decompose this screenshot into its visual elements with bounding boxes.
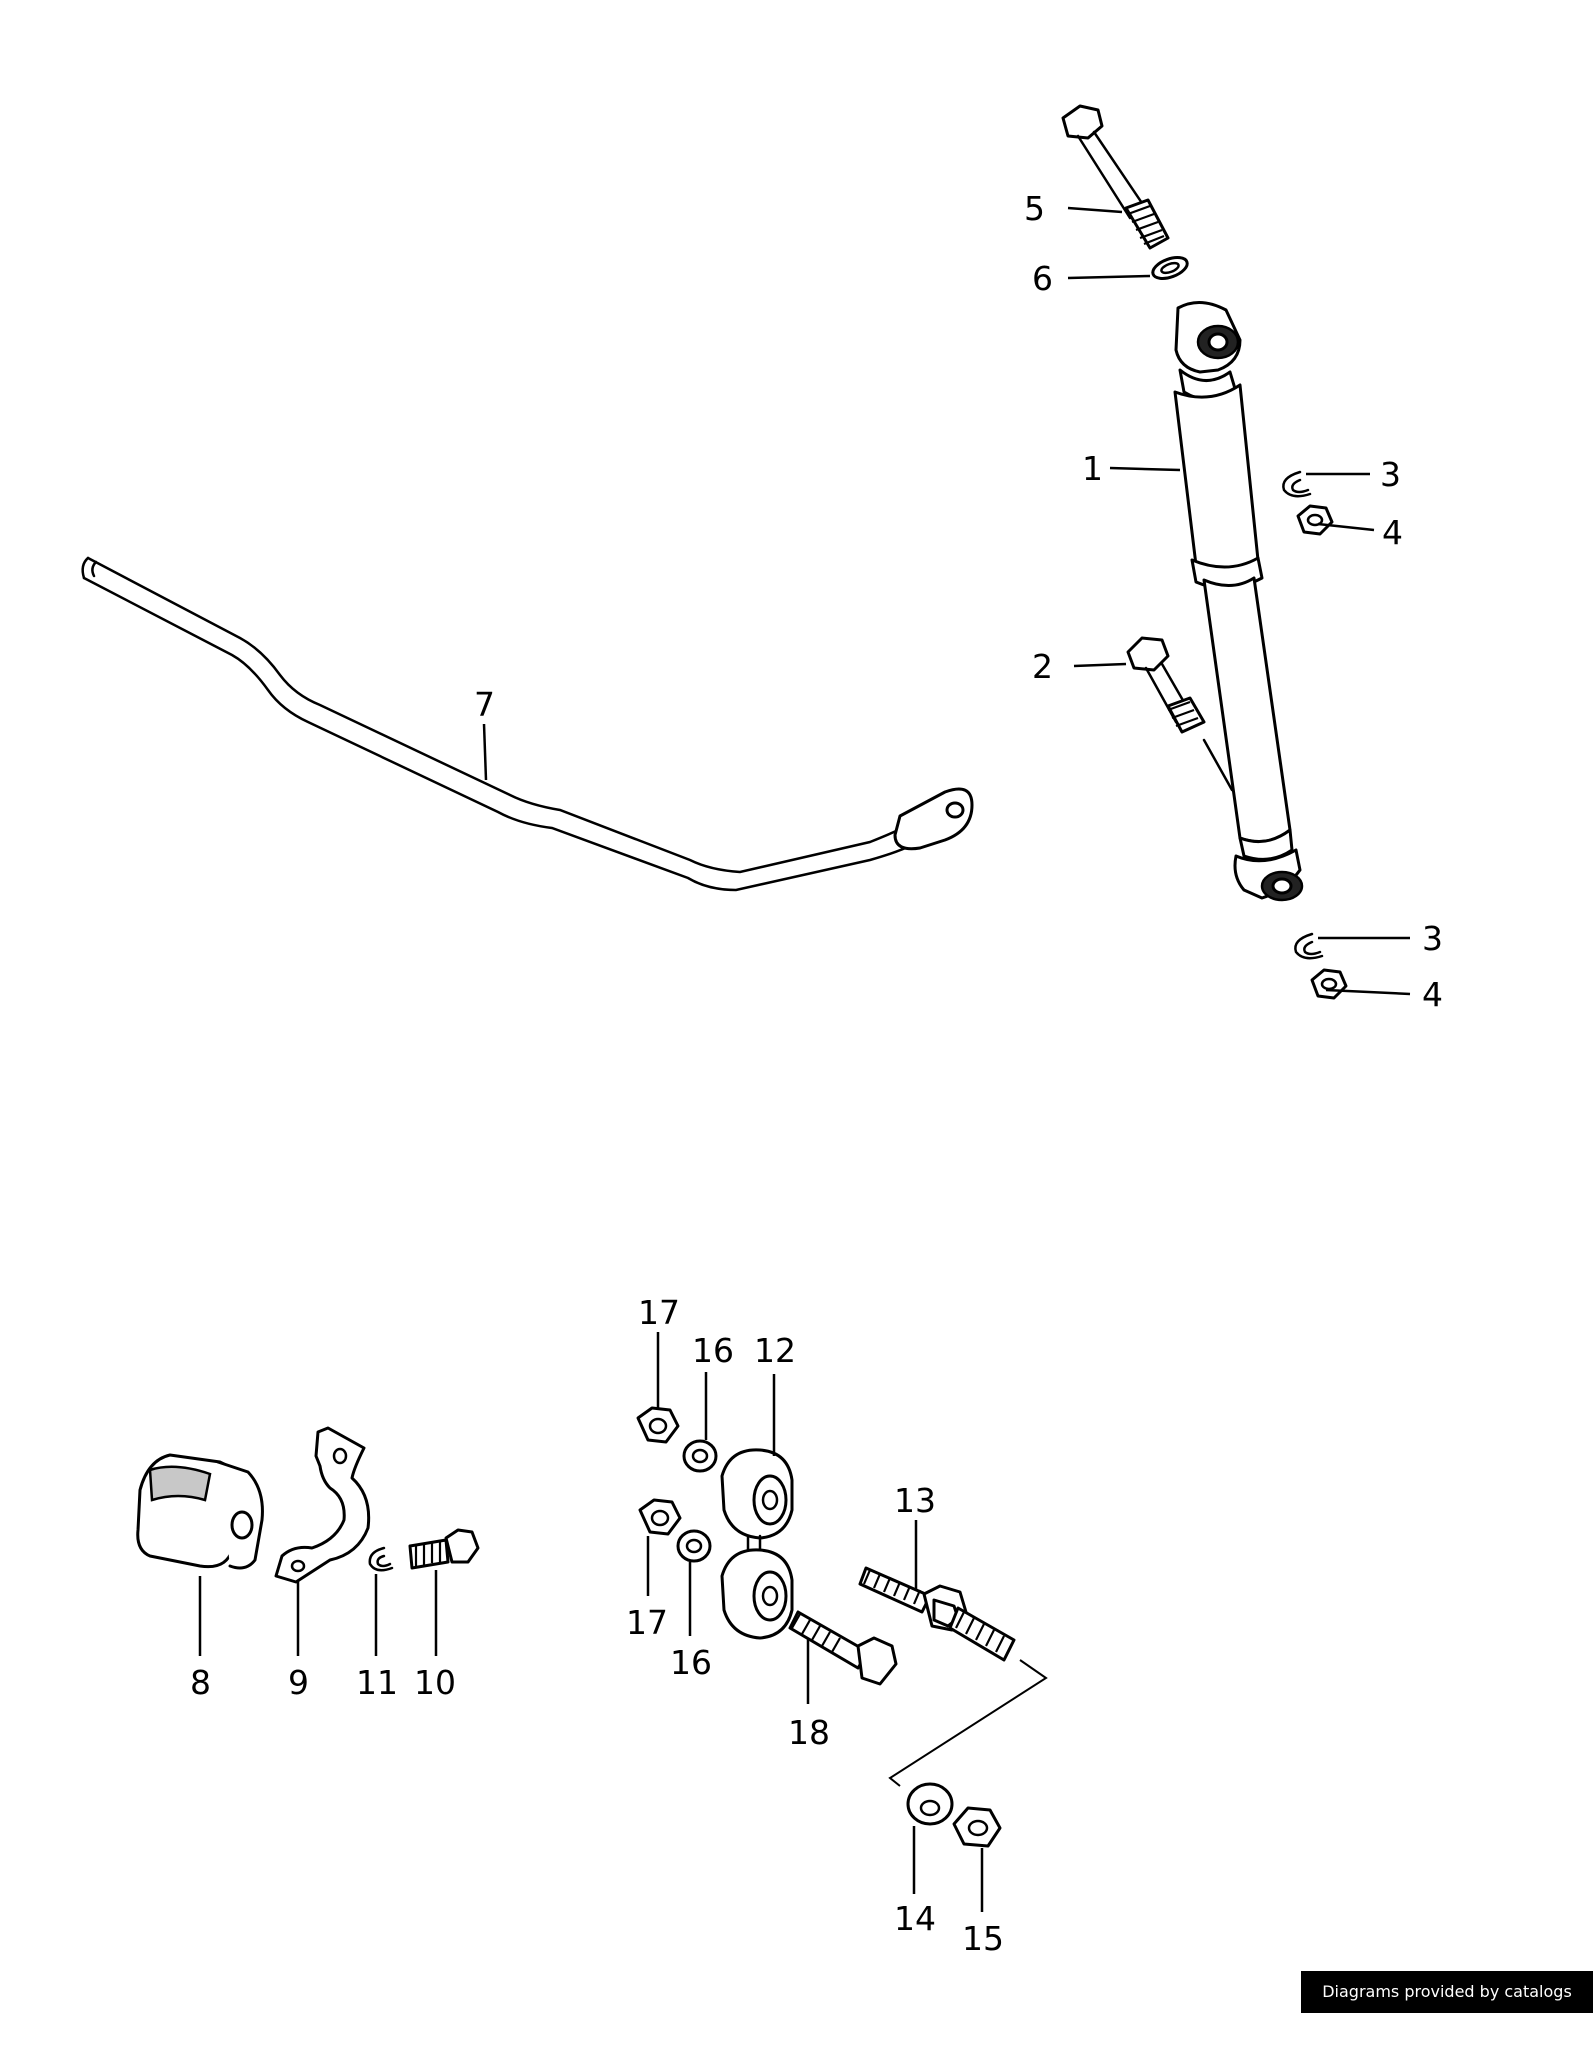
upper-bolt[interactable] [1061,104,1170,250]
bracket-clip[interactable] [368,1546,394,1572]
shock-absorber[interactable] [1173,301,1304,902]
rubber-bushing[interactable] [136,1453,264,1570]
bracket-bolt[interactable] [408,1528,480,1570]
upper-washer[interactable] [1150,253,1190,282]
callout-6: 6 [1032,259,1053,298]
callout-11: 11 [356,1663,398,1702]
callout-15: 15 [962,1919,1004,1958]
link-washer-lower[interactable] [676,1529,712,1563]
stud-washer[interactable] [906,1782,954,1826]
assembly-path-line [888,1659,1048,1787]
callout-8: 8 [190,1663,211,1702]
link-washer-upper[interactable] [682,1439,718,1473]
exploded-parts-diagram: 5 6 1 3 4 2 7 3 4 17 16 12 13 17 16 8 9 … [81,104,1443,1958]
callout-labels: 5 6 1 3 4 2 7 3 4 17 16 12 13 17 16 8 9 … [190,189,1443,1958]
stabilizer-bar[interactable] [81,556,974,892]
callout-18: 18 [788,1713,830,1752]
lower-nut[interactable] [1310,968,1348,1000]
callout-5: 5 [1024,189,1045,228]
threaded-stud[interactable] [858,1566,1016,1662]
callout-2: 2 [1032,647,1053,686]
upper-clip[interactable] [1282,470,1312,498]
mounting-bracket[interactable] [274,1426,371,1584]
link-bolt[interactable] [788,1610,898,1686]
callout-3-upper: 3 [1380,455,1401,494]
callout-14: 14 [894,1899,936,1938]
callout-7: 7 [474,685,495,724]
callout-16-upper: 16 [692,1331,734,1370]
stud-nut[interactable] [952,1806,1002,1848]
callout-3-lower: 3 [1422,919,1443,958]
leader-lines [198,206,1411,1912]
callout-17-lower: 17 [626,1603,668,1642]
link-nut-lower[interactable] [638,1498,682,1536]
callout-12: 12 [754,1331,796,1370]
callout-17-upper: 17 [638,1293,680,1332]
callout-16-lower: 16 [670,1643,712,1682]
callout-1: 1 [1082,449,1103,488]
lower-clip[interactable] [1294,932,1324,960]
stabilizer-link[interactable] [720,1448,794,1640]
callout-4-lower: 4 [1422,975,1443,1014]
callout-9: 9 [288,1663,309,1702]
lower-bolt[interactable] [1126,636,1234,792]
callout-4-upper: 4 [1382,513,1403,552]
diagram-credit: Diagrams provided by catalogs parts [1301,1971,1593,2043]
upper-nut[interactable] [1296,504,1334,536]
callout-13: 13 [894,1481,936,1520]
link-nut-upper[interactable] [636,1406,680,1444]
callout-10: 10 [414,1663,456,1702]
